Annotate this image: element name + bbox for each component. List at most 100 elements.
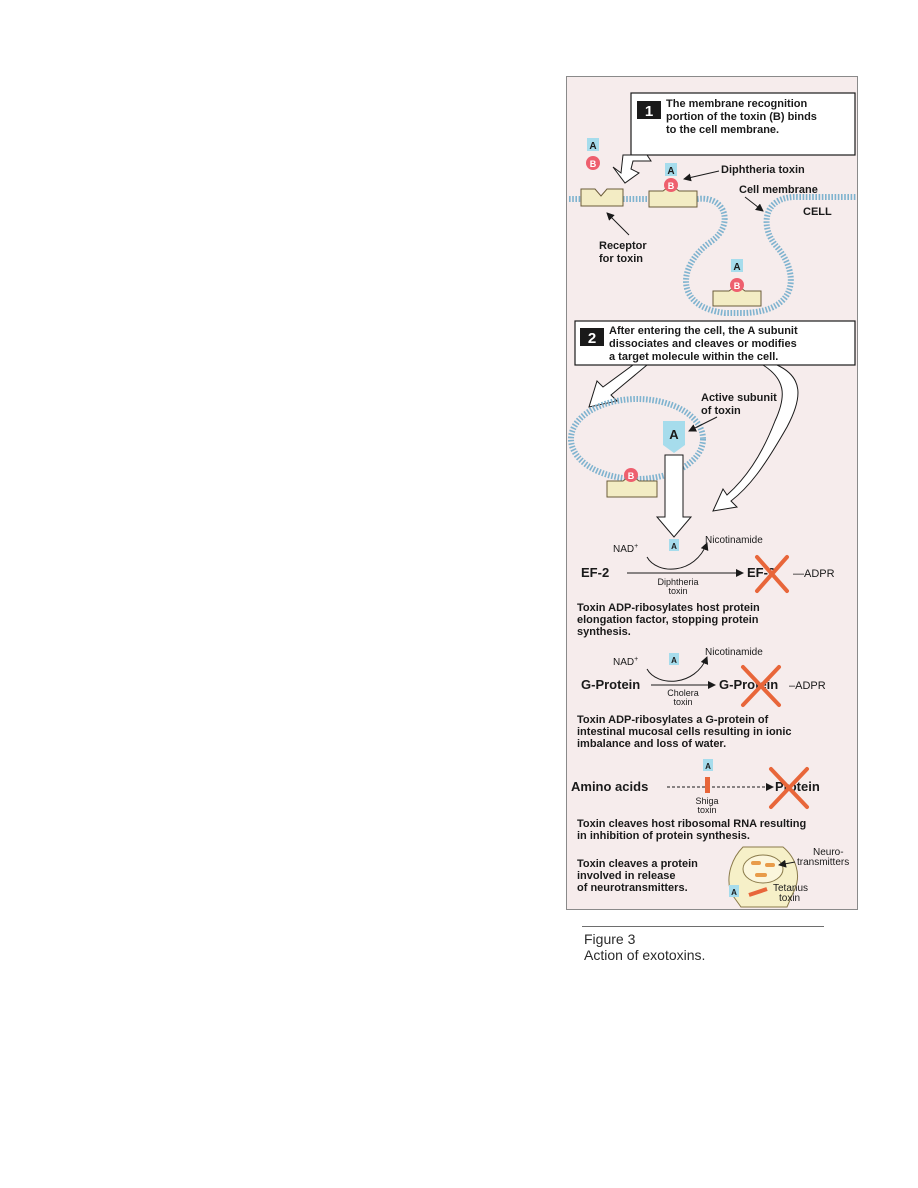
receptor-pointer xyxy=(606,212,630,236)
description-line-3: synthesis. xyxy=(577,626,631,638)
caption-divider xyxy=(582,926,824,927)
active-subunit-label-line-2: of toxin xyxy=(701,405,741,417)
product-label: Nicotinamide xyxy=(705,647,763,658)
subunit-a-label: A xyxy=(671,656,677,665)
diphtheria-toxin-pointer xyxy=(683,170,720,182)
active-subunit-label-line-1: Active subunit xyxy=(701,392,777,404)
subunit-b-label: B xyxy=(590,159,597,169)
subunit-b-circle xyxy=(586,156,600,170)
diphtheria-toxin-label: Diphtheria toxin xyxy=(721,164,805,176)
exotoxin-diagram-panel: 1 The membrane recognition portion of th… xyxy=(566,76,858,910)
reaction-shiga: A Amino acids Shiga toxin Protein Toxin … xyxy=(571,759,820,842)
neurotransmitter-2 xyxy=(765,863,775,867)
subunit-a-label: A xyxy=(731,888,737,897)
vesicle-subunit-b-circle xyxy=(624,468,638,482)
neuro-label-line-1: Neuro- xyxy=(813,847,844,858)
reaction-tetanus: A Neuro- transmitters Tetanus toxin Toxi… xyxy=(577,846,849,908)
toxin-label-line-2: toxin xyxy=(668,586,687,596)
cleavage-bar xyxy=(705,777,710,793)
subunit-a-label: A xyxy=(589,141,596,152)
step2-line-3: a target molecule within the cell. xyxy=(609,351,778,363)
step2-number-badge xyxy=(580,328,604,346)
step1-number-badge xyxy=(637,101,661,119)
subunit-b-circle xyxy=(664,178,678,192)
subunit-a-label: A xyxy=(705,762,711,771)
receptor-3 xyxy=(712,284,762,307)
description-line-1: Toxin ADP-ribosylates a G-protein of xyxy=(577,714,769,726)
neuro-label-line-2: transmitters xyxy=(797,857,849,868)
step2-right-hollow-arrow xyxy=(712,364,799,512)
description-line-1: Toxin cleaves a protein xyxy=(577,858,698,870)
receptor-label-line-2: for toxin xyxy=(599,253,643,265)
exotoxin-diagram: 1 The membrane recognition portion of th… xyxy=(567,77,857,909)
description-line-1: Toxin ADP-ribosylates host protein xyxy=(577,602,760,614)
cofactor-curve-arrow xyxy=(646,656,709,682)
vesicle-receptor xyxy=(606,474,658,498)
bound-toxin-2: A B xyxy=(730,259,744,292)
step1-number: 1 xyxy=(645,103,653,120)
description-line-3: imbalance and loss of water. xyxy=(577,738,726,750)
subunit-a-square xyxy=(731,259,743,272)
cell-membrane-label: Cell membrane xyxy=(739,184,818,196)
toxin-label-line-2: toxin xyxy=(697,805,716,815)
subunit-a-square xyxy=(669,653,679,665)
cross-mark xyxy=(769,767,809,809)
subunit-a-square xyxy=(729,885,739,897)
modifier-label: —ADPR xyxy=(793,568,835,580)
cofactor-label: NAD+ xyxy=(613,543,638,555)
subunit-a-square xyxy=(587,138,599,151)
vesicle-subunit-b-label: B xyxy=(628,471,635,481)
active-subunit-a-tag xyxy=(663,421,685,453)
modifier-label: –ADPR xyxy=(789,680,826,692)
subunit-a-square xyxy=(665,163,677,176)
substrate-label: G-Protein xyxy=(581,677,640,692)
description-line-2: involved in release xyxy=(577,870,675,882)
subunit-b-circle xyxy=(730,278,744,292)
active-subunit-a-label: A xyxy=(669,427,679,442)
subunit-a-square xyxy=(669,539,679,551)
subunit-a-label: A xyxy=(667,166,674,177)
neurotransmitter-1 xyxy=(751,861,761,865)
subunit-a-label: A xyxy=(671,542,677,551)
substrate-label: Amino acids xyxy=(571,779,648,794)
subunit-a-square xyxy=(703,759,713,771)
step2-number: 2 xyxy=(588,330,596,347)
step1-line-2: portion of the toxin (B) binds xyxy=(666,111,817,123)
toxin-label-line-2: toxin xyxy=(673,697,692,707)
toxin-label-line-1: Diphtheria xyxy=(657,577,698,587)
cell-label: CELL xyxy=(803,206,832,218)
description-line-3: of neurotransmitters. xyxy=(577,882,688,894)
step1-callout-pointer xyxy=(612,154,652,184)
receptor-label-line-1: Receptor xyxy=(599,240,647,252)
description-line-1: Toxin cleaves host ribosomal RNA resulti… xyxy=(577,818,806,830)
cofactor-curve-arrow xyxy=(646,542,709,570)
figure-caption-text: Action of exotoxins. xyxy=(584,947,706,963)
subunit-b-label: B xyxy=(668,181,675,191)
reaction-cholera: NAD+ A Nicotinamide G-Protein Cholera to… xyxy=(577,647,826,750)
toxin-label-line-2: toxin xyxy=(779,893,800,904)
step2-line-2: dissociates and cleaves or modifies xyxy=(609,338,797,350)
free-toxin: A B xyxy=(586,138,600,170)
neuro-pointer xyxy=(778,859,796,868)
bound-toxin-1: A B xyxy=(664,163,678,192)
receptor-1 xyxy=(580,188,624,207)
description-line-2: in inhibition of protein synthesis. xyxy=(577,830,750,842)
receptor-2 xyxy=(648,184,698,208)
neurotransmitter-3 xyxy=(755,873,767,877)
cell-membrane xyxy=(569,193,857,316)
toxin-label-line-1: Cholera xyxy=(667,688,699,698)
description-line-2: intestinal mucosal cells resulting in io… xyxy=(577,726,792,738)
step2-callout-box xyxy=(574,320,856,366)
cleavage-bar xyxy=(748,887,768,897)
cell-membrane-pointer xyxy=(744,196,764,212)
cofactor-label: NAD+ xyxy=(613,656,638,668)
down-hollow-arrow xyxy=(655,454,693,538)
subunit-b-label: B xyxy=(734,281,741,291)
subunit-a-label: A xyxy=(733,262,740,273)
cross-mark xyxy=(755,555,789,593)
step1-callout-box xyxy=(630,92,856,156)
toxin-label-line-1: Shiga xyxy=(695,796,718,806)
active-subunit-pointer xyxy=(688,416,718,432)
figure-caption-label: Figure 3 xyxy=(584,931,636,947)
description-line-2: elongation factor, stopping protein xyxy=(577,614,759,626)
